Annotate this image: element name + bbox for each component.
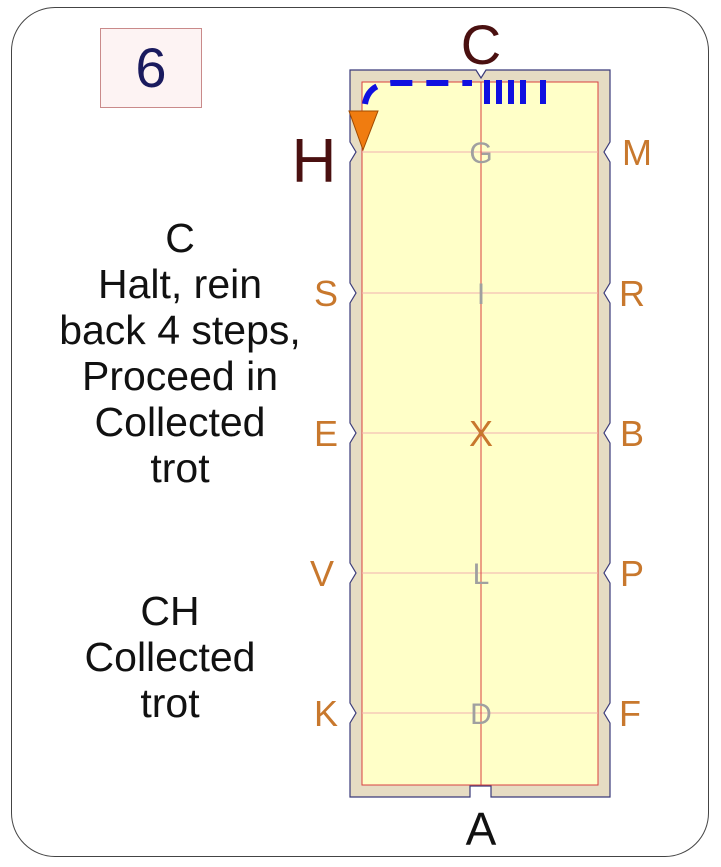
instruction-line: Collected <box>84 634 256 680</box>
centerline-letter-g: G <box>469 137 492 170</box>
instruction-block-2: CH Collected trot <box>20 588 320 726</box>
instruction-line: Halt, rein <box>97 261 263 307</box>
instruction-line: Collected <box>94 399 266 445</box>
instruction-marker: CH <box>140 588 200 634</box>
centerline-letter-x: X <box>469 413 493 454</box>
side-letter-m: M <box>622 132 652 173</box>
arena-quarter-lines <box>362 151 598 714</box>
side-letter-b: B <box>620 413 644 454</box>
movement-number: 6 <box>135 36 167 99</box>
centerline-letter-d: D <box>470 698 492 731</box>
instruction-line: trot <box>150 445 210 491</box>
end-letter-c: C <box>461 13 501 76</box>
side-letter-p: P <box>620 553 644 594</box>
side-letter-v: V <box>310 553 334 594</box>
instruction-marker: C <box>165 215 195 261</box>
centerline-letter-l: L <box>473 558 490 591</box>
movement-number-box: 6 <box>100 28 202 108</box>
instruction-block-1: C Halt, rein back 4 steps, Proceed in Co… <box>20 215 340 491</box>
instruction-line: Proceed in <box>81 353 278 399</box>
ride-path <box>362 80 472 105</box>
side-letter-k: K <box>314 693 338 734</box>
start-marker-icon <box>348 110 379 152</box>
side-letter-r: R <box>619 273 645 314</box>
instruction-line: back 4 steps, <box>59 307 301 353</box>
instruction-line: trot <box>140 680 200 726</box>
start-letter-h: H <box>292 127 337 196</box>
side-letter-f: F <box>619 693 641 734</box>
end-letter-a: A <box>466 803 497 855</box>
centerline-letter-i: I <box>477 278 485 311</box>
side-letter-e: E <box>314 413 338 454</box>
halt-rein-back-marks <box>484 80 546 104</box>
side-letter-s: S <box>314 273 338 314</box>
